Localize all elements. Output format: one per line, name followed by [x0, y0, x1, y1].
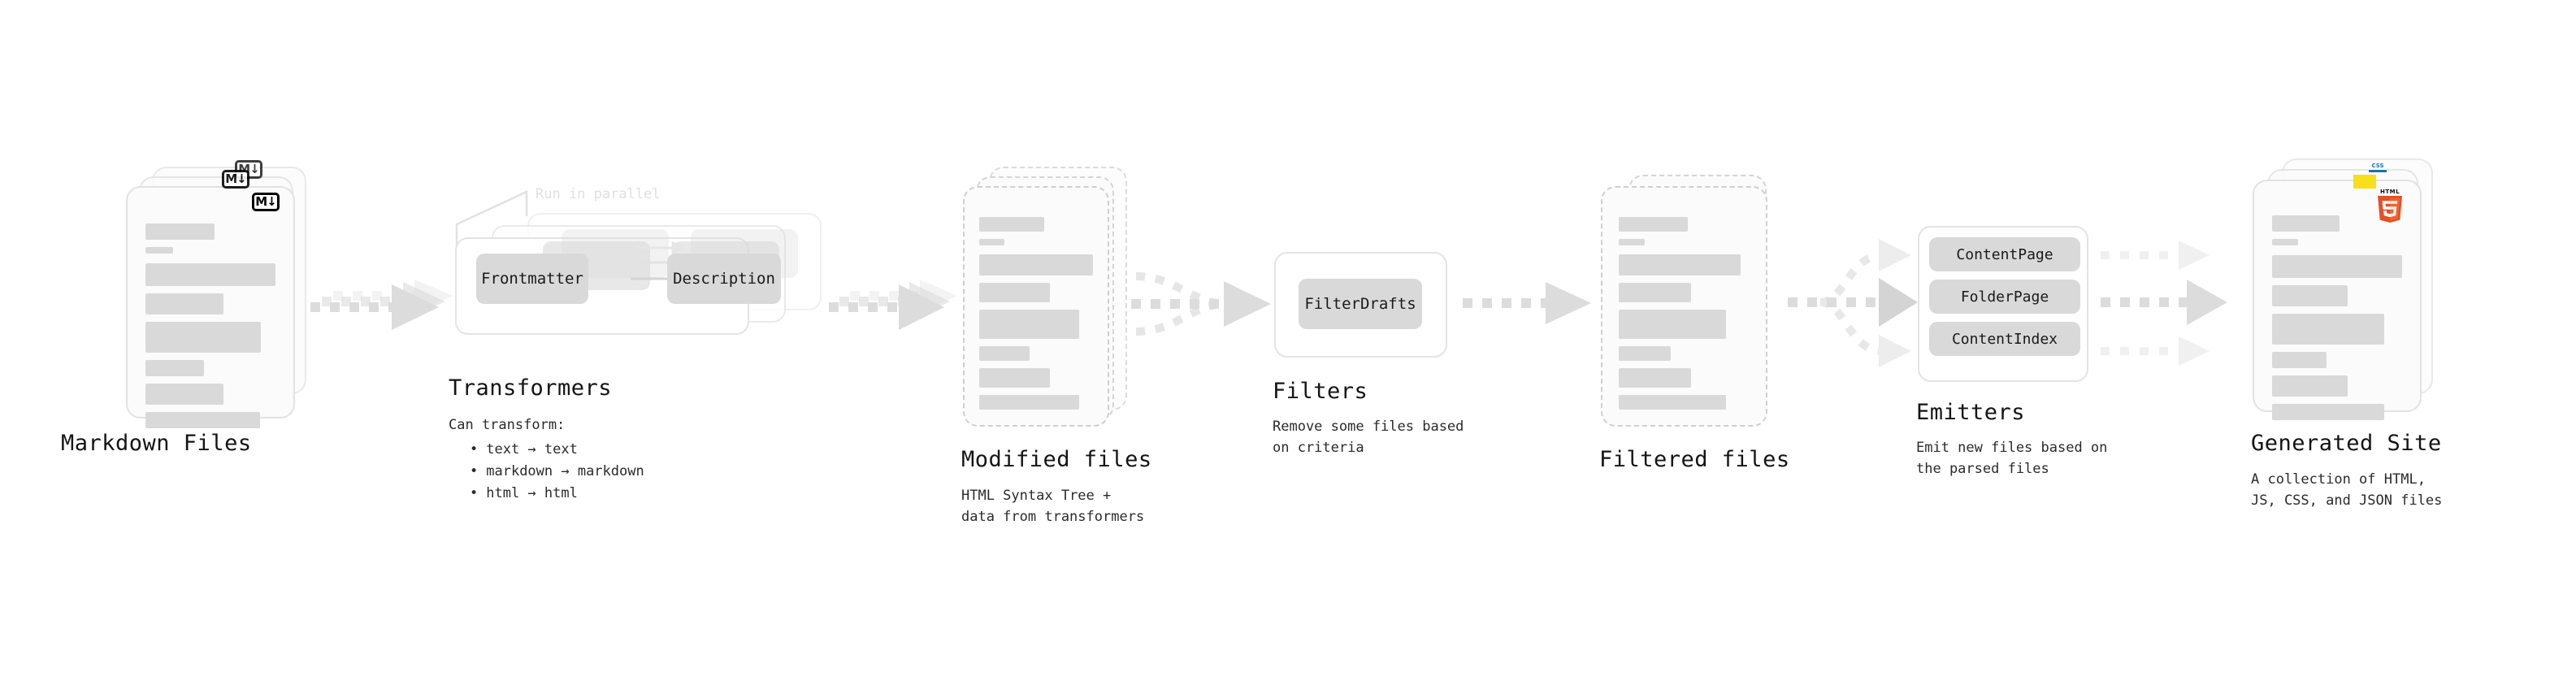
generated-site-subtitle: A collection of HTML, JS, CSS, and JSON …: [2251, 471, 2443, 509]
transformers-bullet-list: text → text markdown → markdown html → h…: [470, 439, 644, 505]
stage-title-transformers: Transformers: [449, 375, 613, 401]
markdown-skeleton-lines: [145, 223, 275, 436]
emitter-pill-folderpage[interactable]: FolderPage: [1929, 280, 2080, 314]
transformer-pill-frontmatter-label: Frontmatter: [481, 270, 583, 288]
site-card-stack: CSS HTML: [2253, 158, 2456, 427]
stage-modified-files: Modified files HTML Syntax Tree + data f…: [961, 167, 1151, 525]
stage-title-emitters: Emitters: [1916, 400, 2026, 425]
run-in-parallel-bracket: [455, 190, 528, 249]
emitter-pill-contentpage[interactable]: ContentPage: [1929, 237, 2080, 271]
arrow-transformers-to-modified: [829, 268, 975, 341]
transformers-bullet-0: text → text: [470, 439, 644, 461]
run-in-parallel-label: Run in parallel: [536, 186, 661, 202]
emitter-pill-folderpage-label: FolderPage: [1960, 288, 2049, 306]
filtered-card-front: [1601, 186, 1767, 427]
filtered-card-stack: [1601, 167, 1788, 435]
css-icon: CSS: [2369, 163, 2387, 172]
modified-card-stack: [963, 167, 1150, 435]
markdown-card-stack: M↓ M↓ M↓: [126, 160, 313, 428]
transformer-pill-description[interactable]: Description: [667, 254, 781, 304]
emitter-pill-contentindex-label: ContentIndex: [1951, 330, 2058, 348]
transformers-bullet-2: html → html: [470, 483, 644, 505]
arrow-markdown-to-transformers: [310, 268, 473, 341]
transformers-bullet-1: markdown → markdown: [470, 461, 644, 483]
stage-title-modified-files: Modified files: [961, 447, 1152, 472]
stage-title-filtered-files: Filtered files: [1599, 447, 1790, 472]
markdown-icon-back-1: M↓: [222, 170, 249, 189]
stage-title-generated-site: Generated Site: [2251, 431, 2442, 456]
modified-skeleton-lines: [979, 217, 1093, 417]
arrow-filtered-to-emitters: [1788, 228, 1934, 374]
html5-icon-label: HTML: [2379, 189, 2400, 195]
stage-filtered-files: Filtered files: [1599, 167, 1789, 472]
emitter-pill-contentpage-label: ContentPage: [1956, 245, 2053, 263]
filter-pill-filterdrafts-label: FilterDrafts: [1304, 295, 1416, 313]
arrow-emitters-to-site: [2101, 228, 2263, 374]
filter-pill-filterdrafts[interactable]: FilterDrafts: [1299, 279, 1422, 329]
stage-generated-site: CSS HTML Generated Site A collection of …: [2251, 158, 2456, 509]
transformers-subtitle: Can transform:: [449, 417, 566, 433]
html5-icon: HTML: [2376, 189, 2404, 223]
stage-title-filters: Filters: [1273, 379, 1368, 404]
filters-subtitle: Remove some files based on criteria: [1273, 419, 1464, 456]
emitters-subtitle: Emit new files based on the parsed files: [1916, 440, 2108, 477]
transformer-pill-frontmatter[interactable]: Frontmatter: [476, 254, 588, 304]
stage-title-markdown-files: Markdown Files: [61, 431, 252, 456]
stage-markdown-files: M↓ M↓ M↓ Markdown Files: [61, 160, 313, 456]
arrow-modified-to-filters: [1131, 265, 1286, 346]
emitter-pill-contentindex[interactable]: ContentIndex: [1929, 322, 2080, 356]
filtered-skeleton-lines: [1619, 217, 1750, 417]
js-icon: [2353, 175, 2376, 189]
modified-files-subtitle: HTML Syntax Tree + data from transformer…: [961, 488, 1145, 525]
modified-card-front: [963, 186, 1109, 427]
markdown-icon: M↓: [252, 193, 280, 211]
arrow-filters-to-filtered: [1463, 271, 1601, 336]
markdown-card-front: [126, 186, 295, 428]
site-skeleton-lines: [2272, 215, 2402, 427]
transformer-pill-description-label: Description: [673, 270, 775, 288]
